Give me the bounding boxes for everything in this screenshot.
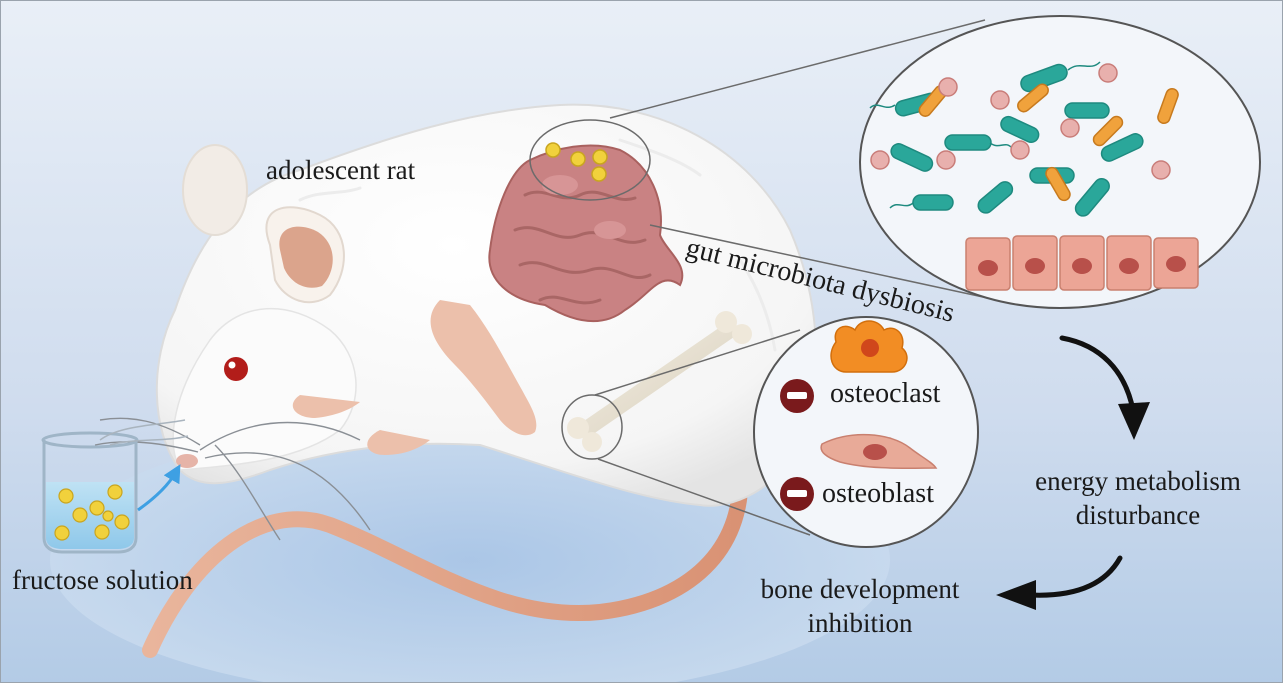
rat-front-paw xyxy=(430,300,537,436)
bone-zoom-connector xyxy=(561,329,811,536)
label-bone-line-2: inhibition xyxy=(807,607,913,638)
label-energy-line-2: disturbance xyxy=(1075,499,1201,530)
label-energy-line-1: energy metabolism xyxy=(1035,466,1241,496)
label-bone-line-1: bone development xyxy=(760,574,960,604)
label-osteoblast: osteoblast xyxy=(822,478,934,509)
osteoblast-decrease-badge xyxy=(780,477,814,511)
microbiota-zoom-circle xyxy=(859,15,1261,309)
osteoclast-cell xyxy=(830,320,908,373)
rat-far-ear xyxy=(182,144,248,236)
fructose-dots xyxy=(54,484,130,541)
orange-bacteria xyxy=(918,83,1179,202)
gut-fructose-dots xyxy=(545,142,608,182)
rat-illustration xyxy=(94,103,817,541)
bone-cells-zoom-circle xyxy=(753,316,979,548)
label-fructose-solution: fructose solution xyxy=(12,565,193,595)
rat-nose xyxy=(176,454,198,468)
label-bone-development-inhibition: bone development inhibition xyxy=(735,573,985,641)
epithelial-cells xyxy=(965,235,1199,291)
rat-whiskers xyxy=(94,417,371,541)
gut-zoom-connector xyxy=(529,19,1021,306)
ingestion-arrow-icon xyxy=(137,464,181,512)
spiky-cocci xyxy=(870,63,1171,180)
label-energy-metabolism-disturbance: energy metabolism disturbance xyxy=(1003,465,1273,533)
label-adolescent-rat: adolescent rat xyxy=(266,155,416,185)
fructose-beaker xyxy=(41,419,189,554)
osteoblast-cell xyxy=(820,434,938,469)
rat-bone xyxy=(567,311,752,452)
rat-gut xyxy=(488,144,684,323)
rat-eye xyxy=(224,357,248,381)
osteoclast-decrease-badge xyxy=(780,379,814,413)
rat-tail xyxy=(142,462,749,658)
flow-arrow-gut-to-energy xyxy=(1059,335,1150,440)
flow-arrow-energy-to-bone xyxy=(996,555,1123,610)
label-osteoclast: osteoclast xyxy=(830,378,941,409)
